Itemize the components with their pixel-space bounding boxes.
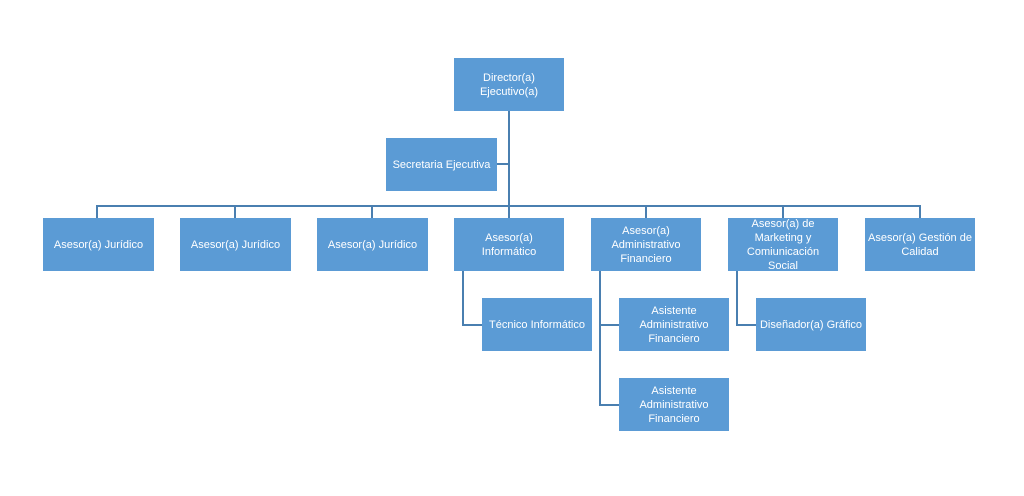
- asesor-juridico-2-box[interactable]: Asesor(a) Jurídico: [180, 218, 291, 271]
- director-box[interactable]: Director(a) Ejecutivo(a): [454, 58, 564, 111]
- asesor-juridico-2-label: Asesor(a) Jurídico: [190, 238, 281, 251]
- asistente-administrativo-2-label: Asistente Administrativo Financiero: [639, 384, 709, 425]
- disenador-grafico-box[interactable]: Diseñador(a) Gráfico: [756, 298, 866, 351]
- asesor-informatico-box[interactable]: Asesor(a) Informático: [454, 218, 564, 271]
- director-label: Director(a) Ejecutivo(a): [479, 71, 539, 98]
- asesor-marketing-box[interactable]: Asesor(a) de Marketing y Comiunicación S…: [728, 217, 838, 272]
- tecnico-informatico-box[interactable]: Técnico Informático: [482, 298, 592, 351]
- asistente-administrativo-2-box[interactable]: Asistente Administrativo Financiero: [619, 378, 729, 431]
- asesor-administrativo-box[interactable]: Asesor(a) Administrativo Financiero: [591, 218, 701, 271]
- tecnico-informatico-label: Técnico Informático: [489, 318, 585, 331]
- asesor-marketing-label: Asesor(a) de Marketing y Comiunicación S…: [746, 217, 820, 272]
- asesor-juridico-3-box[interactable]: Asesor(a) Jurídico: [317, 218, 428, 271]
- asistente-administrativo-1-label: Asistente Administrativo Financiero: [639, 304, 709, 345]
- asesor-calidad-box[interactable]: Asesor(a) Gestión de Calidad: [865, 218, 975, 271]
- asesor-informatico-label: Asesor(a) Informático: [481, 231, 537, 258]
- asesor-juridico-1-label: Asesor(a) Jurídico: [53, 238, 144, 251]
- asesor-juridico-1-box[interactable]: Asesor(a) Jurídico: [43, 218, 154, 271]
- asistente-administrativo-1-box[interactable]: Asistente Administrativo Financiero: [619, 298, 729, 351]
- disenador-grafico-label: Diseñador(a) Gráfico: [759, 318, 863, 331]
- asesor-juridico-3-label: Asesor(a) Jurídico: [327, 238, 418, 251]
- secretaria-label: Secretaria Ejecutiva: [392, 158, 491, 171]
- secretaria-box[interactable]: Secretaria Ejecutiva: [386, 138, 497, 191]
- asesor-calidad-label: Asesor(a) Gestión de Calidad: [868, 231, 972, 258]
- asesor-administrativo-label: Asesor(a) Administrativo Financiero: [611, 224, 681, 265]
